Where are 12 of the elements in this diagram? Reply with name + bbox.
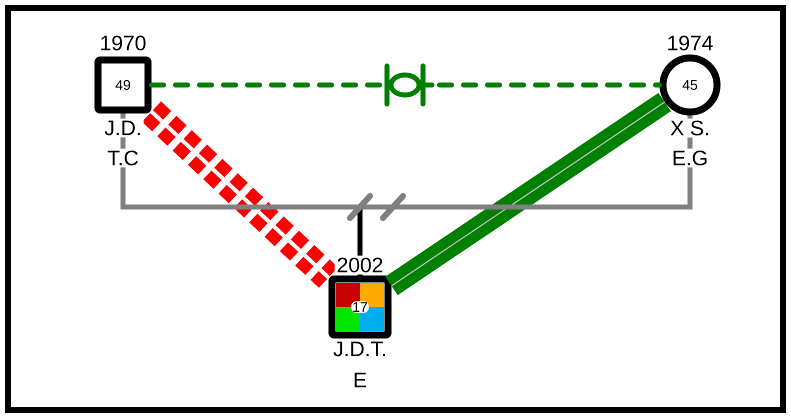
node-caption: 1974 <box>664 34 716 52</box>
node-caption: J.D.T. <box>331 340 389 358</box>
node-caption: 1970 <box>98 34 148 52</box>
connector-line <box>149 82 662 88</box>
connector-line <box>120 114 692 210</box>
connector-line <box>385 92 671 296</box>
node-caption: J.D. <box>102 118 144 138</box>
node-caption: T.C <box>105 148 141 168</box>
node-caption: X S. <box>668 118 712 138</box>
node-caption: E.G <box>670 148 710 168</box>
node-caption: E <box>351 370 369 390</box>
node-caption: 2002 <box>334 256 386 274</box>
